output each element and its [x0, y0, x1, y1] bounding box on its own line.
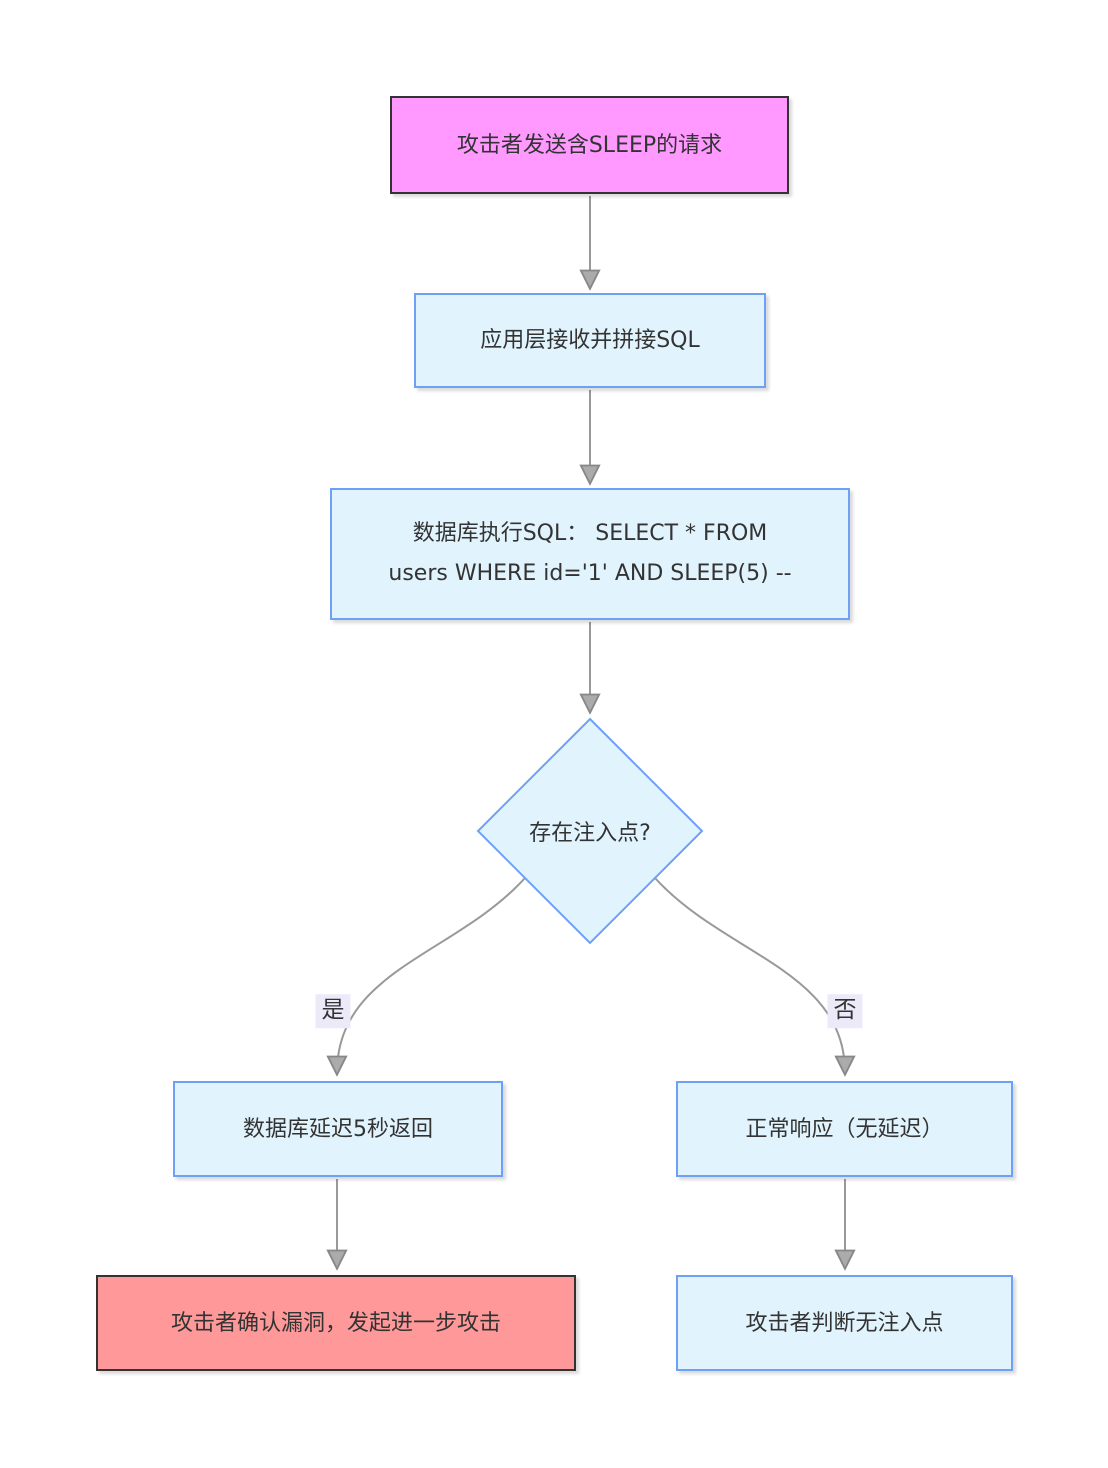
edge-decision-yes: [337, 877, 526, 1073]
node-attacker-judges-no-injection: 攻击者判断无注入点: [676, 1275, 1013, 1371]
node-db-executes-sql: 数据库执行SQL： SELECT * FROM users WHERE id='…: [330, 488, 850, 620]
node-attacker-sends-sleep-request: 攻击者发送含SLEEP的请求: [390, 96, 789, 194]
edge-label-yes: 是: [315, 994, 351, 1028]
node-attacker-confirms-vulnerability: 攻击者确认漏洞，发起进一步攻击: [96, 1275, 576, 1371]
node-normal-response-no-delay: 正常响应（无延迟）: [676, 1081, 1013, 1177]
edge-decision-no: [654, 877, 845, 1073]
decision-injection-point-label: 存在注入点?: [529, 821, 651, 846]
node-app-layer-concat-sql: 应用层接收并拼接SQL: [414, 293, 766, 388]
edge-label-no: 否: [827, 994, 863, 1028]
node-db-delays-5s: 数据库延迟5秒返回: [173, 1081, 503, 1177]
